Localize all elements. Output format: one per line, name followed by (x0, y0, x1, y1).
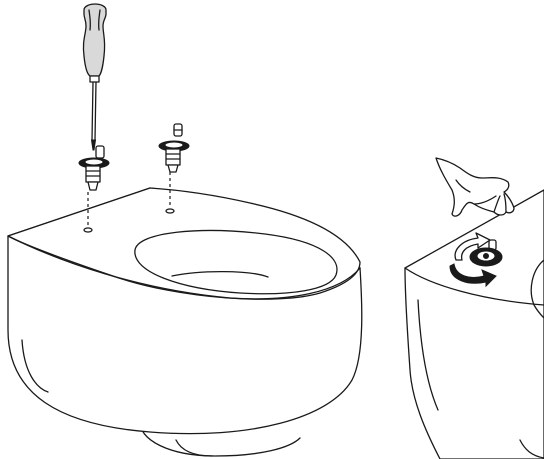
hand-palm-line (455, 179, 471, 193)
hand-icon (435, 157, 515, 217)
rotation-arrow-icon (449, 232, 497, 288)
bolt-left-head (95, 145, 105, 159)
screwdriver-handle (82, 3, 107, 77)
bolt-tighten-center (483, 253, 489, 259)
fixing-bolt-tighten (469, 239, 503, 267)
bolt-right-body (165, 148, 181, 166)
bowl-foot-line (175, 439, 213, 457)
hand-outline (435, 157, 515, 217)
hand-finger-line-1 (473, 195, 497, 205)
bowl-inner-line (171, 270, 269, 278)
rotation-arrow-lower (449, 263, 497, 288)
fixing-bolt-right (158, 123, 190, 173)
fixing-hole-left (83, 227, 93, 233)
bolt-left-body (85, 165, 101, 183)
handle-grip-line (88, 9, 92, 31)
screwdriver-shaft (91, 81, 97, 141)
bolt-left-flange-ring (84, 158, 104, 166)
bolt-right-flange-ring (164, 141, 184, 149)
rim-front-edge (7, 235, 361, 300)
fixing-bolt-left (78, 145, 110, 191)
bowl-right-foot (519, 439, 544, 459)
bowl-side-contour (21, 339, 49, 393)
bowl-right-body (404, 189, 544, 459)
fixing-hole-right (165, 208, 175, 214)
handle-grip-line-2 (97, 9, 101, 31)
screwdriver-ferrule (89, 75, 100, 83)
screwdriver-icon (82, 3, 107, 151)
bowl-right-opening (530, 259, 544, 319)
hand-finger-line-3 (503, 193, 507, 213)
rotation-arrow-upper (454, 232, 491, 261)
bolt-left-tip (87, 181, 99, 191)
toilet-bowl-left (7, 172, 363, 457)
bowl-opening (134, 229, 338, 295)
bowl-right-rim-edge (404, 267, 544, 306)
toilet-bowl-right (404, 189, 544, 459)
bowl-rim (7, 187, 361, 300)
bowl-right-side-line (417, 299, 439, 411)
bolt-right-tip (167, 164, 179, 173)
bolt-right-ribs (165, 153, 181, 160)
screwdriver-tip (90, 139, 97, 151)
hand-finger-line-2 (493, 195, 501, 213)
bolt-left-ribs (85, 170, 101, 177)
